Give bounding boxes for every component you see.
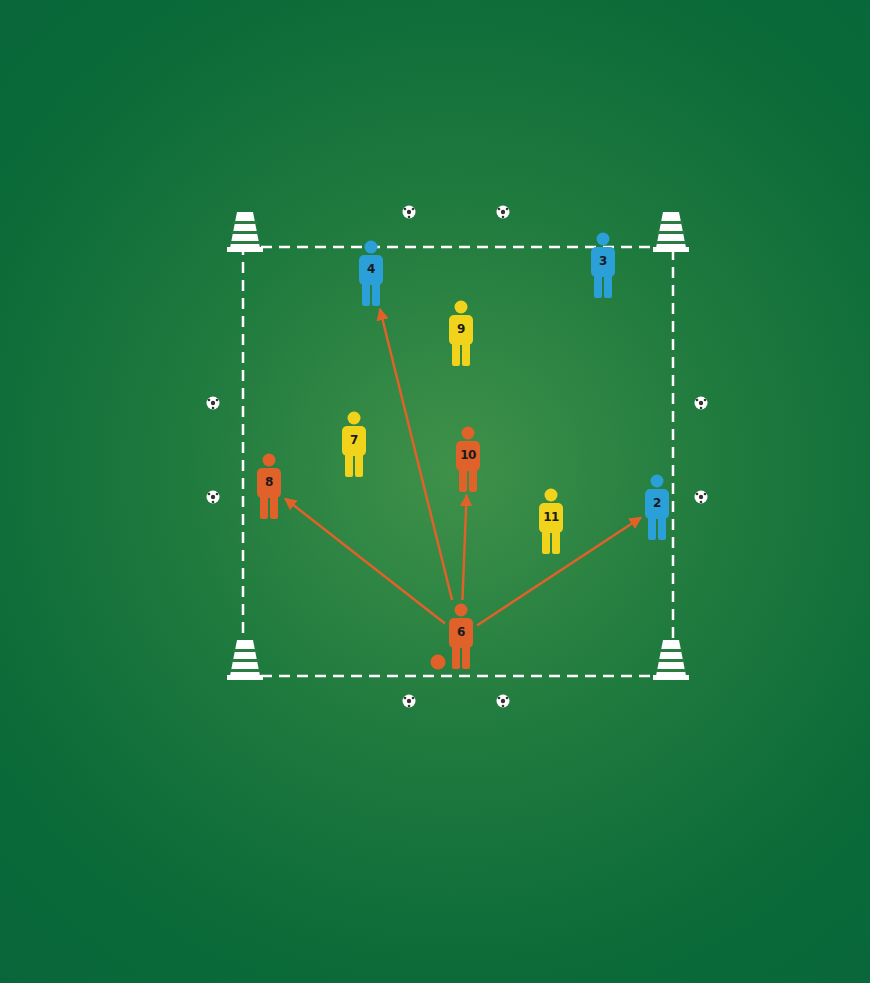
player-number: 3 [586,254,620,268]
player-number: 9 [444,322,478,336]
pass-arrow [477,518,641,626]
player-number: 8 [252,475,286,489]
player-figure: 7 [341,411,367,477]
match-ball [431,655,446,670]
player-figure: 8 [256,453,282,519]
player-figure: 3 [590,232,616,298]
player-figure: 11 [538,488,564,554]
player-figure: 6 [448,603,474,669]
pass-arrow [285,499,445,624]
player-figure: 2 [644,474,670,540]
player-figure: 10 [455,426,481,492]
spare-balls [207,206,708,708]
player-figure: 9 [448,300,474,366]
player-number: 4 [354,262,388,276]
pass-arrow [462,495,466,600]
player-number: 7 [337,433,371,447]
player-number: 6 [444,625,478,639]
player-number: 11 [534,510,568,524]
pass-arrow [380,309,452,600]
area-boundary [243,247,673,676]
player-number: 2 [640,496,674,510]
player-figure: 4 [358,240,384,306]
player-number: 10 [451,448,485,462]
cones [227,212,689,680]
